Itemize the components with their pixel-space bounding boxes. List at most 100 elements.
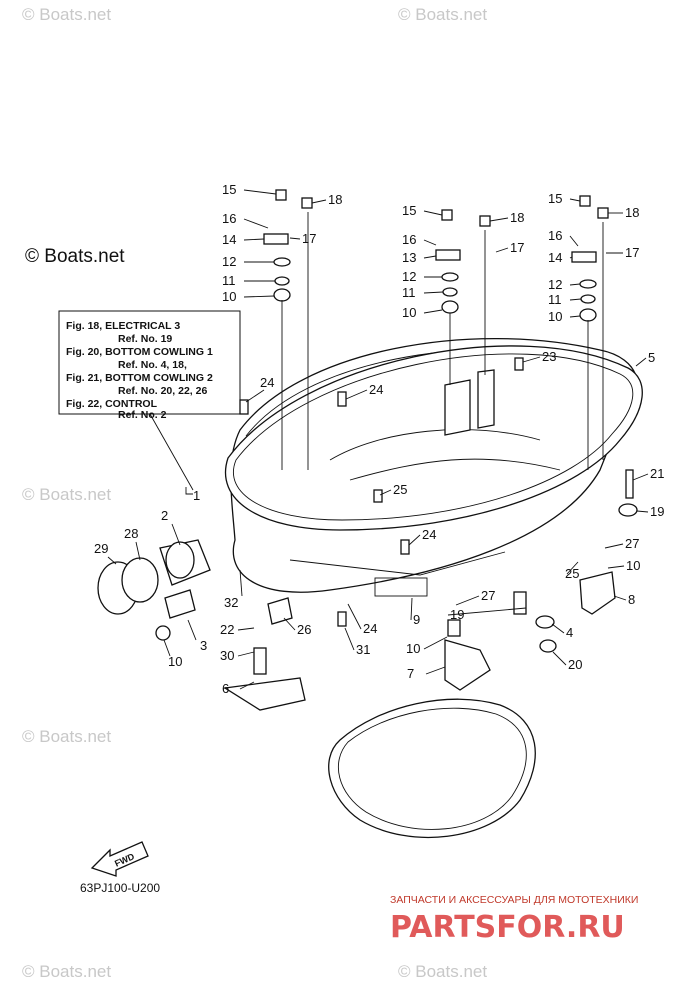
bottom-gasket — [328, 698, 536, 838]
bolt-18 — [597, 207, 609, 219]
callout-leader — [569, 298, 582, 301]
banner-tagline: ЗАПЧАСТИ И АКСЕССУАРЫ ДЛЯ МОТОТЕХНИКИ — [390, 894, 638, 906]
callout-31: 31 — [356, 642, 370, 657]
watermark: © Boats.net — [22, 5, 111, 24]
ref-line: Fig. 20, BOTTOM COWLING 1 — [66, 346, 213, 358]
screw-24 — [400, 539, 410, 555]
callout-leader — [410, 597, 413, 621]
callout-2: 2 — [161, 508, 168, 523]
bottom-gasket-inner — [338, 707, 527, 830]
callout-leader — [447, 607, 527, 616]
callout-1: 1 — [193, 488, 200, 503]
grommet-10 — [441, 300, 459, 314]
ref-box-pointer — [185, 487, 193, 495]
callout-leader — [344, 627, 355, 651]
callout-leader — [604, 543, 624, 549]
callout-leader — [163, 639, 171, 657]
callout-28: 28 — [124, 526, 138, 541]
plate-14 — [263, 233, 289, 245]
callout-leader — [636, 510, 649, 513]
callout-12: 12 — [402, 269, 416, 284]
callout-16: 16 — [222, 211, 236, 226]
callout-11: 11 — [222, 273, 236, 288]
hose-22 — [513, 591, 527, 615]
callout-24: 24 — [363, 621, 377, 636]
callout-leader — [566, 561, 579, 575]
callout-20: 20 — [568, 657, 582, 672]
washer-12 — [273, 257, 291, 267]
callout-21: 21 — [650, 466, 664, 481]
callout-22: 22 — [220, 622, 234, 637]
callout-17: 17 — [302, 231, 316, 246]
callout-5: 5 — [648, 350, 655, 365]
callout-32: 32 — [224, 595, 238, 610]
fastener-stack-left — [263, 189, 313, 470]
ref-line: Fig. 22, CONTROL — [66, 398, 158, 410]
callout-10: 10 — [626, 558, 640, 573]
bolt-18 — [301, 197, 313, 209]
watermark: © Boats.net — [22, 962, 111, 981]
callout-7: 7 — [407, 666, 414, 681]
ref-line: Ref. No. 4, 18, — [118, 359, 187, 371]
callout-leader — [135, 541, 141, 561]
cowling-mount-boss — [477, 369, 495, 429]
callout-29: 29 — [94, 541, 108, 556]
screw-25 — [373, 489, 383, 503]
screw-24 — [239, 399, 249, 415]
callout-leader — [569, 315, 581, 318]
watermark-main: © Boats.net — [25, 246, 125, 267]
callout-leader — [489, 217, 509, 222]
callout-15: 15 — [548, 191, 562, 206]
ref-line: Ref. No. 20, 22, 26 — [118, 385, 207, 397]
callout-11: 11 — [402, 285, 416, 300]
cowling-lower-edge — [289, 551, 506, 576]
fwd-arrow-shape — [90, 841, 149, 877]
callout-17: 17 — [510, 240, 524, 255]
bolt-15 — [579, 195, 591, 207]
screw-23 — [514, 357, 524, 371]
callout-leader — [289, 237, 301, 240]
bolt-21 — [625, 469, 634, 499]
callout-9: 9 — [413, 612, 420, 627]
callout-leader — [423, 636, 448, 650]
callout-leader — [635, 357, 647, 367]
callout-15: 15 — [222, 182, 236, 197]
grommet-19 — [535, 615, 555, 629]
callout-16: 16 — [548, 228, 562, 243]
grommet — [121, 557, 159, 603]
fastener-stack-right — [571, 195, 609, 470]
callout-leader — [239, 681, 255, 690]
cowling-gasket-ring-inner — [233, 353, 634, 521]
callout-3: 3 — [200, 638, 207, 653]
callout-leader — [243, 238, 265, 241]
callout-leader — [243, 295, 275, 298]
callout-leader — [522, 356, 541, 363]
callout-leader — [243, 218, 269, 229]
callout-25: 25 — [393, 482, 407, 497]
callout-leader — [243, 189, 277, 195]
grommet-19 — [618, 503, 638, 517]
watermark: © Boats.net — [22, 485, 111, 504]
callout-17: 17 — [625, 245, 639, 260]
ref-line: Fig. 21, BOTTOM COWLING 2 — [66, 372, 213, 384]
grommet-ring — [165, 541, 195, 579]
callout-leader — [345, 389, 368, 400]
cowling-gasket-ring — [224, 345, 643, 531]
callout-leader — [347, 603, 362, 630]
callout-13: 13 — [402, 250, 416, 265]
reference-box: Fig. 18, ELECTRICAL 3 Ref. No. 19 Fig. 2… — [58, 310, 241, 495]
bolt-4 — [155, 625, 171, 641]
callout-leader — [283, 617, 296, 631]
screw-24 — [337, 611, 347, 627]
callout-leader — [551, 623, 565, 634]
callout-23: 23 — [542, 349, 556, 364]
callout-leader — [245, 389, 265, 403]
watermark: © Boats.net — [398, 5, 487, 24]
callout-leader — [569, 198, 581, 202]
screw-24 — [337, 391, 347, 407]
washer-11 — [580, 294, 596, 304]
callout-27: 27 — [481, 588, 495, 603]
fwd-arrow: FWD — [90, 841, 149, 877]
bottom-cowling — [224, 337, 643, 597]
